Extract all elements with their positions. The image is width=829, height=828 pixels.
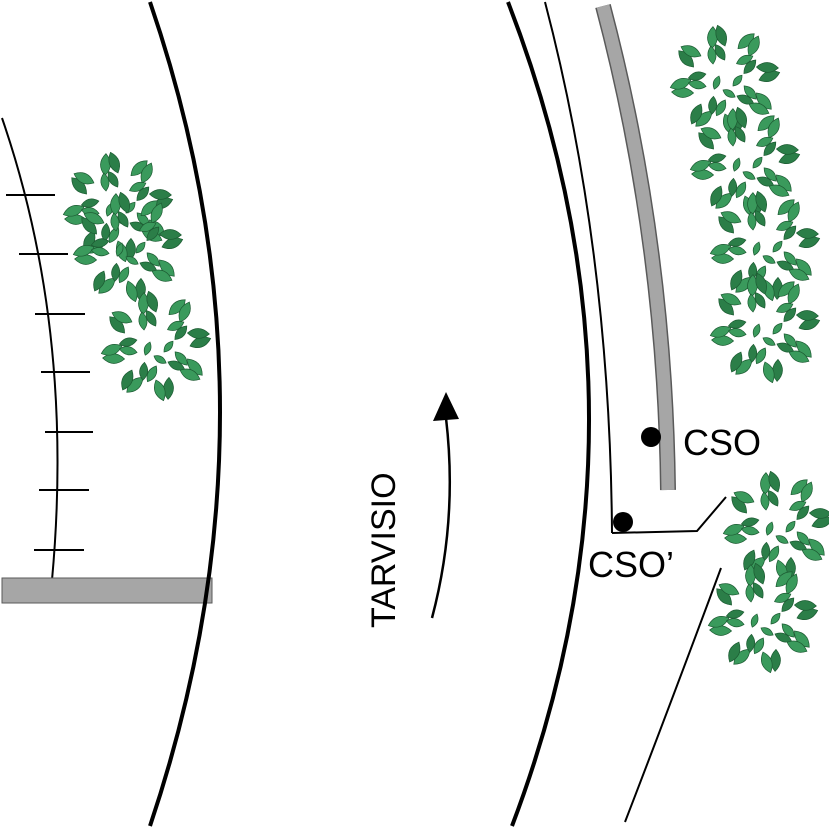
shoulder-line [544,1,613,534]
tree-icon [100,290,212,402]
dot-icon [641,427,661,447]
tree-icon [669,24,781,136]
left-track-line [1,117,59,581]
left-track-ticks [6,194,93,551]
point-2-label: CSO’ [588,544,674,585]
dot-icon [613,512,633,532]
road-edge-right [506,1,591,827]
direction-arrow-shaft [430,417,452,619]
direction-label: TARVISIO [365,472,403,628]
trees [62,24,829,674]
arrow-up-icon [433,392,459,421]
tree-icon [722,470,829,582]
lower-right-line [624,567,722,823]
tree-icon [707,562,819,674]
right-barrier [595,3,676,491]
point-1-label: CSO [683,422,761,463]
shoulder-connector [611,496,727,534]
tree-icon [709,272,821,384]
right-barrier-fill [596,4,675,491]
tree-icon [689,106,801,218]
left-barrier [1,577,213,604]
road-edge-left [148,1,222,827]
tree-icon [72,191,184,303]
tree-icon [709,190,821,302]
